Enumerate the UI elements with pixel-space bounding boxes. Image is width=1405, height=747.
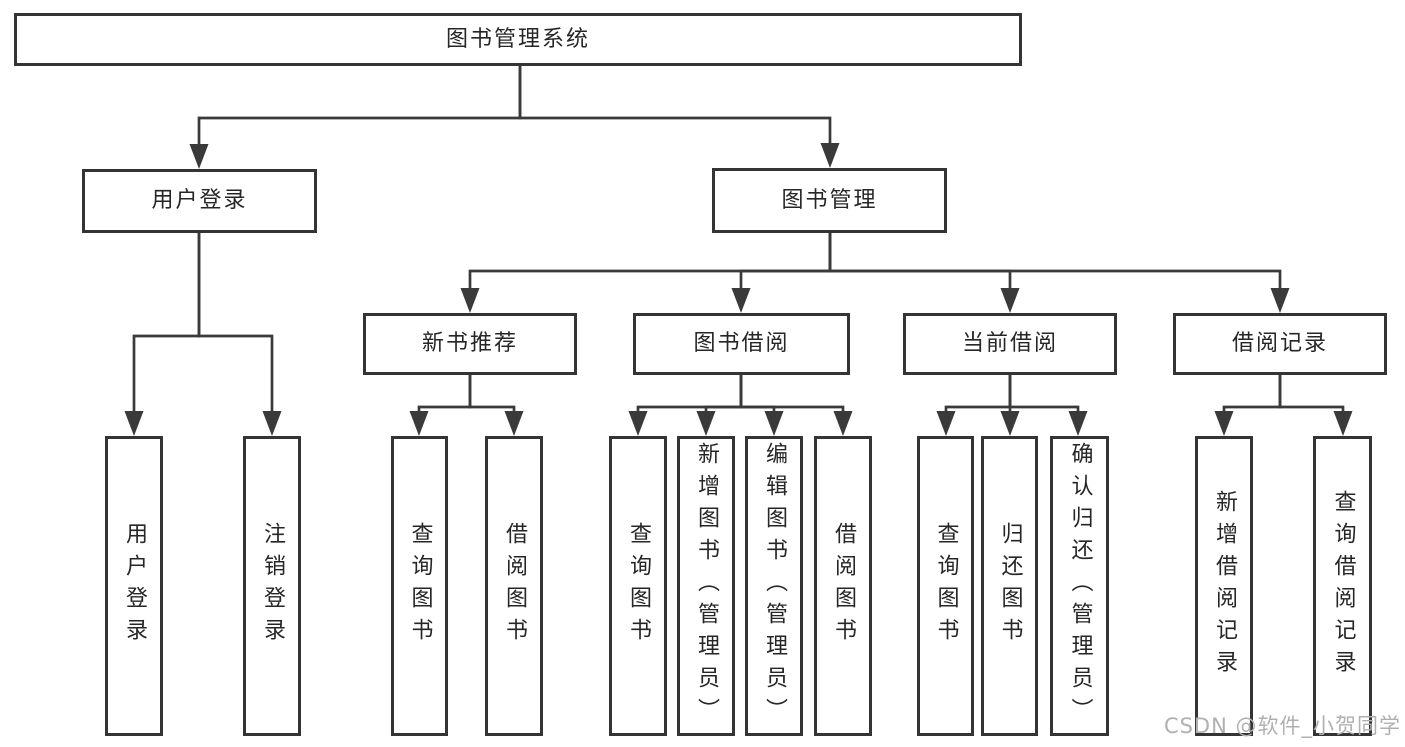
arrowhead-icon bbox=[124, 411, 144, 436]
connector-line bbox=[828, 233, 1282, 294]
node-label-leaf-logout: 注销登录 bbox=[260, 522, 285, 650]
node-book-management: 图书管理 bbox=[712, 168, 947, 233]
arrowhead-icon bbox=[460, 288, 480, 313]
node-label-leaf-borrow-books-1: 借阅图书 bbox=[502, 522, 527, 650]
arrowhead-icon bbox=[409, 411, 429, 436]
node-leaf-logout: 注销登录 bbox=[243, 436, 301, 736]
node-user-login: 用户登录 bbox=[82, 169, 317, 233]
node-leaf-confirm-return: 确认归还（管理员） bbox=[1050, 436, 1109, 736]
node-leaf-query-books-3: 查询图书 bbox=[917, 436, 974, 736]
node-leaf-query-books-1: 查询图书 bbox=[391, 436, 448, 736]
node-leaf-query-books-2: 查询图书 bbox=[609, 436, 667, 736]
arrowhead-icon bbox=[764, 411, 784, 436]
node-leaf-return-books: 归还图书 bbox=[981, 436, 1038, 736]
arrowhead-icon bbox=[189, 144, 209, 169]
node-current-borrowing: 当前借阅 bbox=[903, 313, 1117, 375]
node-leaf-add-books: 新增图书（管理员） bbox=[677, 436, 735, 736]
arrowhead-icon bbox=[731, 288, 751, 313]
node-leaf-borrow-books-2: 借阅图书 bbox=[814, 436, 872, 736]
arrowhead-icon bbox=[833, 411, 853, 436]
node-label-leaf-confirm-return: 确认归还（管理员） bbox=[1067, 442, 1093, 730]
node-leaf-edit-books: 编辑图书（管理员） bbox=[745, 436, 803, 736]
node-label-leaf-add-record: 新增借阅记录 bbox=[1212, 490, 1237, 682]
node-root: 图书管理系统 bbox=[14, 13, 1022, 66]
arrowhead-icon bbox=[820, 143, 840, 168]
node-label-leaf-query-books-1: 查询图书 bbox=[407, 522, 433, 650]
arrowhead-icon bbox=[1214, 411, 1234, 436]
arrowhead-icon bbox=[1000, 288, 1020, 313]
arrowhead-icon bbox=[1068, 411, 1088, 436]
node-label-borrow-records: 借阅记录 bbox=[1231, 331, 1328, 356]
arrowhead-icon bbox=[936, 411, 956, 436]
node-label-leaf-return-books: 归还图书 bbox=[997, 522, 1023, 650]
node-label-leaf-edit-books: 编辑图书（管理员） bbox=[762, 442, 787, 730]
node-label-leaf-add-books: 新增图书（管理员） bbox=[694, 442, 719, 730]
arrowhead-icon bbox=[1333, 411, 1353, 436]
node-label-leaf-query-books-3: 查询图书 bbox=[933, 522, 959, 650]
node-label-new-book-recommend: 新书推荐 bbox=[421, 331, 518, 356]
node-label-book-borrowing: 图书借阅 bbox=[693, 331, 790, 356]
node-leaf-add-record: 新增借阅记录 bbox=[1195, 436, 1253, 736]
node-label-leaf-query-books-2: 查询图书 bbox=[626, 522, 651, 650]
arrowhead-icon bbox=[1000, 411, 1020, 436]
node-label-root: 图书管理系统 bbox=[445, 26, 590, 52]
arrowhead-icon bbox=[696, 411, 716, 436]
arrowhead-icon bbox=[262, 411, 282, 436]
watermark: CSDN @软件_小贺同学 bbox=[1163, 714, 1401, 738]
node-new-book-recommend: 新书推荐 bbox=[363, 313, 577, 375]
connector-line bbox=[518, 66, 832, 149]
arrowhead-icon bbox=[628, 411, 648, 436]
node-leaf-user-login: 用户登录 bbox=[105, 436, 163, 736]
node-label-user-login: 用户登录 bbox=[151, 188, 248, 213]
node-label-leaf-user-login: 用户登录 bbox=[122, 522, 147, 650]
connector-line bbox=[197, 233, 274, 417]
arrowhead-icon bbox=[1270, 288, 1290, 313]
node-label-leaf-query-record: 查询借阅记录 bbox=[1330, 490, 1356, 682]
node-leaf-borrow-books-1: 借阅图书 bbox=[485, 436, 543, 736]
node-leaf-query-record: 查询借阅记录 bbox=[1313, 436, 1372, 736]
node-label-leaf-borrow-books-2: 借阅图书 bbox=[831, 522, 856, 650]
node-book-borrowing: 图书借阅 bbox=[633, 313, 850, 375]
node-label-book-management: 图书管理 bbox=[781, 187, 878, 213]
node-borrow-records: 借阅记录 bbox=[1173, 313, 1387, 375]
node-label-current-borrowing: 当前借阅 bbox=[961, 331, 1058, 356]
arrowhead-icon bbox=[504, 411, 524, 436]
